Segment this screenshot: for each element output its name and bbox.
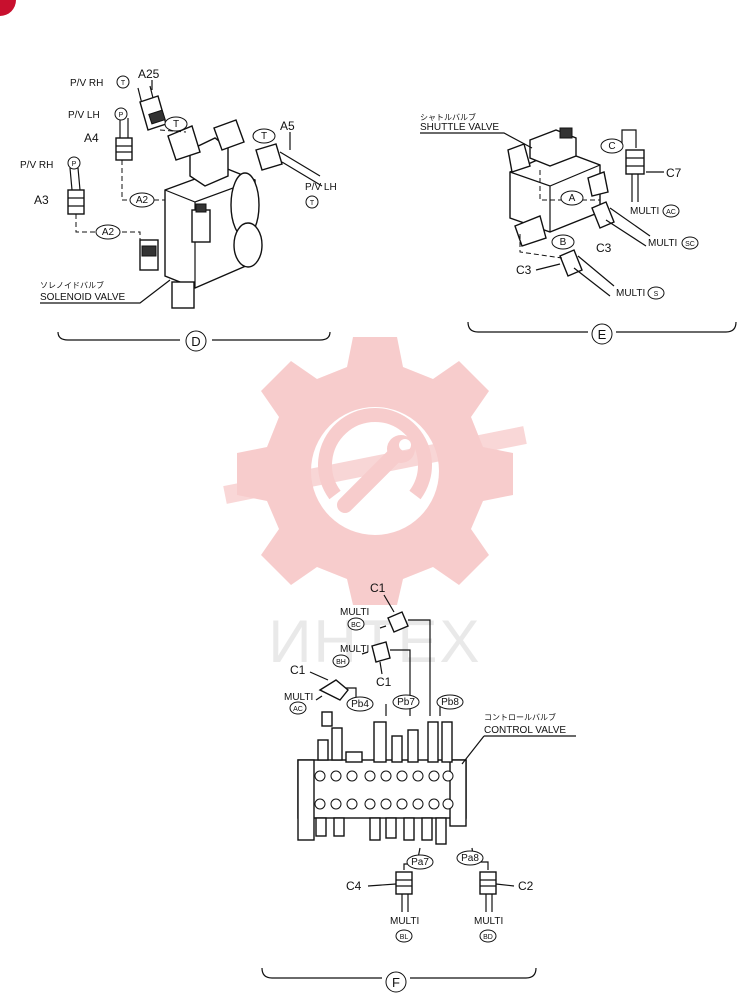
fitting-c2 xyxy=(479,871,497,912)
label-b: B xyxy=(560,237,567,248)
section-f: C1 MULTI BC MULTI BH C1 C1 MULTI AC Pb4 … xyxy=(261,581,576,993)
label-t: T xyxy=(173,119,179,130)
label-a: A xyxy=(569,193,576,204)
fitting-c7 xyxy=(625,149,645,202)
control-valve xyxy=(297,711,467,845)
section-d: P/V RH T A25 P/V LH P A4 P/V RH P A3 T T… xyxy=(20,67,337,352)
fitting-c1-top xyxy=(379,611,409,633)
label-multi-ac: MULTI xyxy=(630,206,659,217)
corner-mark xyxy=(0,0,16,16)
fitting-a4 xyxy=(115,118,133,161)
label-a2: A2 xyxy=(102,227,115,238)
label-a4: A4 xyxy=(84,131,99,145)
label-c1: C1 xyxy=(376,675,392,689)
label-shuttle-en: SHUTTLE VALVE xyxy=(420,122,499,133)
spool-row xyxy=(314,770,454,810)
section-label-d: D xyxy=(191,334,200,349)
label-c4: C4 xyxy=(346,879,362,893)
symbol-t: T xyxy=(310,200,315,207)
label-pv-lh-t: P/V LH xyxy=(305,182,337,193)
fitting-a5 xyxy=(255,143,323,187)
section-label-e: E xyxy=(598,327,607,342)
label-pa7: Pa7 xyxy=(411,857,429,868)
label-t: T xyxy=(261,131,267,142)
label-c3: C3 xyxy=(596,241,612,255)
symbol-p: P xyxy=(72,161,77,168)
symbol-t: T xyxy=(121,80,126,87)
shuttle-valve xyxy=(507,127,609,247)
label-pb4: Pb4 xyxy=(351,699,369,710)
label-multi-ac: MULTI xyxy=(284,692,313,703)
label-solenoid-en: SOLENOID VALVE xyxy=(40,292,126,303)
label-c3: C3 xyxy=(516,263,532,277)
fitting-a25 xyxy=(137,85,167,131)
label-a25: A25 xyxy=(138,67,160,81)
label-shuttle-jp: シャトルバルブ xyxy=(420,112,476,122)
label-multi-bc: MULTI xyxy=(340,607,369,618)
label-c7: C7 xyxy=(666,166,682,180)
fitting-c4 xyxy=(395,871,413,912)
symbol-bd: BD xyxy=(483,934,493,941)
symbol-s: S xyxy=(654,291,659,298)
label-pv-lh-p: P/V LH xyxy=(68,110,100,121)
watermark-text: ИНТЕХ xyxy=(268,608,481,675)
label-a5: A5 xyxy=(280,119,295,133)
label-c1: C1 xyxy=(290,663,306,677)
fitting-c1-mid xyxy=(361,641,391,663)
label-c: C xyxy=(608,141,615,152)
section-label-f: F xyxy=(392,975,400,990)
label-multi-s: MULTI xyxy=(616,288,645,299)
label-control-en: CONTROL VALVE xyxy=(484,725,566,736)
symbol-ac: AC xyxy=(293,706,303,713)
symbol-bl: BL xyxy=(400,934,409,941)
label-multi-bh: MULTI xyxy=(340,644,369,655)
symbol-bh: BH xyxy=(336,659,346,666)
label-pa8: Pa8 xyxy=(461,853,479,864)
solenoid-valve xyxy=(139,119,263,309)
label-a3: A3 xyxy=(34,193,49,207)
label-solenoid-jp: ソレノイドバルブ xyxy=(40,280,104,290)
label-pb8: Pb8 xyxy=(441,697,459,708)
label-multi-bd: MULTI xyxy=(474,916,503,927)
fitting-c3-lower xyxy=(559,249,615,297)
label-pb7: Pb7 xyxy=(397,697,415,708)
label-multi-bl: MULTI xyxy=(390,916,419,927)
label-pv-rh-p: P/V RH xyxy=(20,160,53,171)
label-a2: A2 xyxy=(136,195,149,206)
section-e: シャトルバルブ SHUTTLE VALVE C C7 MULTI AC A C3… xyxy=(420,112,737,345)
symbol-p: P xyxy=(119,112,124,119)
fitting-c3-upper xyxy=(591,201,651,247)
label-c2: C2 xyxy=(518,879,534,893)
fitting-c1-left xyxy=(315,679,349,701)
label-pv-rh-t: P/V RH xyxy=(70,78,103,89)
symbol-bc: BC xyxy=(351,622,361,629)
label-c1: C1 xyxy=(370,581,386,595)
fitting-a3 xyxy=(67,167,85,215)
watermark: ИНТЕХ xyxy=(223,337,527,675)
symbol-ac: AC xyxy=(666,209,676,216)
label-control-jp: コントロールバルブ xyxy=(484,712,556,722)
watermark-gear-icon xyxy=(223,337,527,605)
label-multi-sc: MULTI xyxy=(648,238,677,249)
symbol-sc: SC xyxy=(685,241,695,248)
